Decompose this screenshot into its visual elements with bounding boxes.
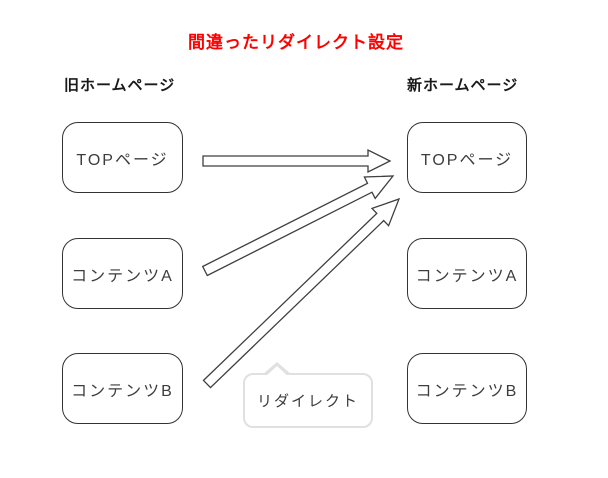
old-content-a-label: コンテンツA [71, 267, 174, 285]
old-homepage-header: 旧ホームページ [64, 77, 176, 94]
old-content-b-box: コンテンツB [62, 353, 183, 424]
redirect-callout-bubble: リダイレクト [243, 362, 373, 428]
old-top-page-label: TOPページ [76, 151, 169, 169]
arrow-old-top-to-new-top [202, 148, 392, 174]
redirect-callout-label: リダイレクト [256, 393, 359, 410]
diagram-title: 間違ったリダイレクト設定 [188, 33, 404, 52]
old-top-page-box: TOPページ [62, 122, 183, 193]
arrow-content-b-to-new-top [202, 197, 401, 389]
new-content-b-label: コンテンツB [415, 382, 519, 400]
old-content-a-box: コンテンツA [62, 238, 183, 309]
new-content-b-box: コンテンツB [407, 353, 527, 424]
new-top-page-box: TOPページ [407, 122, 527, 193]
new-content-a-box: コンテンツA [407, 238, 527, 309]
arrow-content-a-to-new-top [201, 175, 395, 277]
old-content-b-label: コンテンツB [71, 382, 174, 400]
new-homepage-header: 新ホームページ [407, 77, 519, 94]
new-top-page-label: TOPページ [420, 151, 514, 169]
new-content-a-label: コンテンツA [415, 267, 519, 285]
